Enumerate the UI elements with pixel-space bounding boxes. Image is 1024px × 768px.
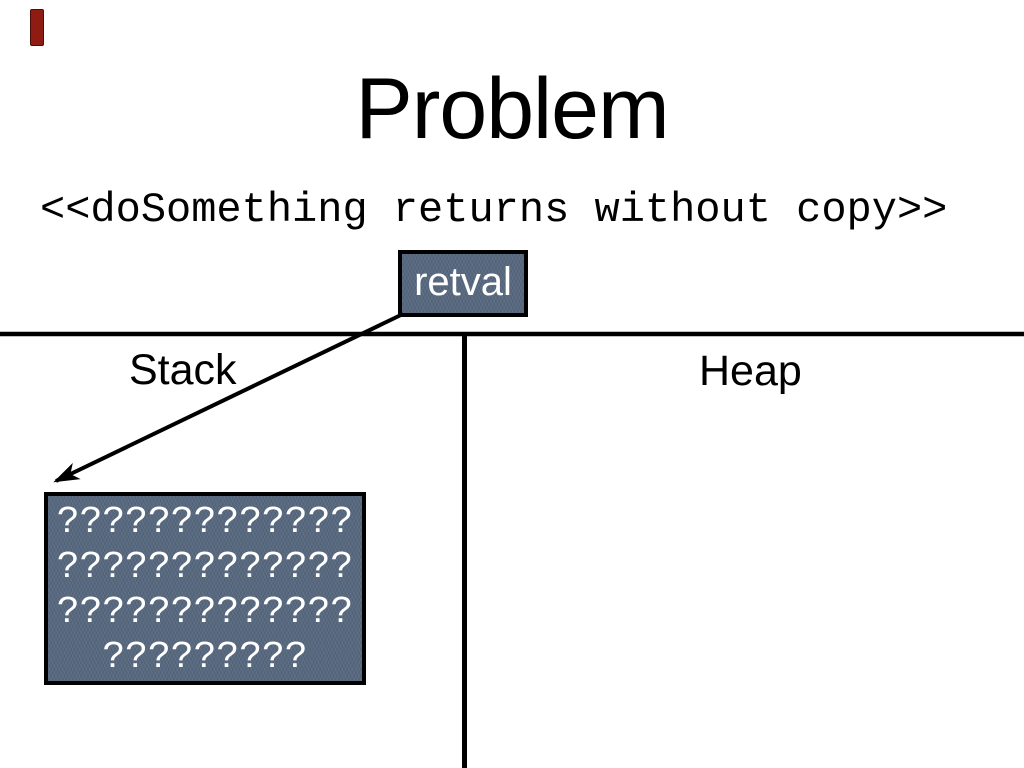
memory-box-row: ????????????? — [56, 546, 354, 589]
red-accent-bar — [30, 9, 44, 46]
memory-box-row: ????????????? — [56, 591, 354, 634]
slide-title: Problem — [355, 61, 669, 157]
memory-box: ????????????? ????????????? ????????????… — [44, 492, 366, 685]
annotation-text: <<doSomething returns without copy>> — [40, 186, 948, 234]
memory-box-row: ????????????? — [56, 501, 354, 544]
heap-label: Heap — [699, 347, 802, 395]
retval-label: retval — [414, 260, 512, 304]
stack-label: Stack — [129, 346, 237, 394]
memory-box-row: ????????? — [102, 636, 308, 679]
retval-pointer-arrow — [53, 312, 404, 483]
retval-box: retval — [398, 250, 528, 317]
